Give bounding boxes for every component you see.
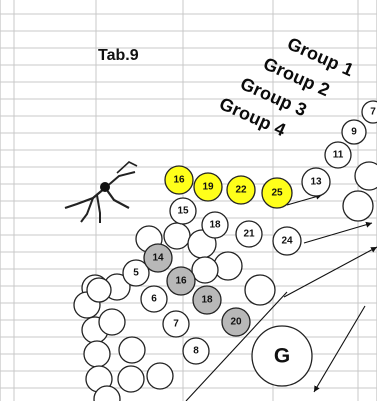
gray-seat-group: 14 16 18 20 bbox=[143, 243, 251, 337]
gray-seat-14 bbox=[143, 243, 173, 273]
arrow-2 bbox=[303, 221, 373, 244]
seat-5 bbox=[122, 259, 150, 287]
empty-seat bbox=[354, 161, 377, 191]
empty-seat bbox=[191, 256, 219, 284]
arrow-1 bbox=[283, 246, 377, 298]
arrow-3 bbox=[286, 193, 323, 206]
yellow-seat-19-label: 19 bbox=[202, 182, 214, 193]
empty-seat bbox=[83, 340, 111, 368]
seat-11 bbox=[324, 141, 352, 169]
gray-seat-18-label: 18 bbox=[201, 295, 213, 306]
gray-seat-20-label: 20 bbox=[230, 317, 242, 328]
seat-7-top-label: 7 bbox=[370, 107, 376, 118]
empty-seat bbox=[117, 365, 145, 393]
empty-seat bbox=[86, 277, 112, 303]
empty-seat bbox=[163, 222, 191, 250]
yellow-seat-25 bbox=[261, 177, 293, 209]
gray-seat-16-label: 16 bbox=[175, 276, 187, 287]
yellow-seat-22-label: 22 bbox=[235, 185, 247, 196]
seat-7-top bbox=[361, 100, 377, 124]
yellow-seat-25-label: 25 bbox=[271, 188, 283, 199]
empty-seat bbox=[98, 308, 126, 336]
yellow-seat-16-label: 16 bbox=[173, 175, 185, 186]
title: Tab.9 bbox=[98, 47, 139, 64]
empty-seat bbox=[118, 336, 146, 364]
yellow-seat-16 bbox=[164, 165, 194, 195]
group-label-group: Group 1 Group 2 Group 3 Group 4 bbox=[216, 33, 357, 141]
gray-seat-14-label: 14 bbox=[152, 253, 164, 264]
center-circle bbox=[251, 325, 313, 387]
gray-seat-20 bbox=[221, 307, 251, 337]
stick-figure bbox=[64, 161, 138, 223]
gray-seat-16 bbox=[166, 266, 196, 296]
seat-24-label: 24 bbox=[281, 236, 293, 247]
gray-seat-18 bbox=[192, 285, 222, 315]
arrow-group bbox=[185, 193, 377, 401]
seat-6-label: 6 bbox=[151, 294, 157, 305]
arrow-5 bbox=[185, 291, 288, 401]
empty-seat bbox=[244, 274, 276, 306]
seat-21-label: 21 bbox=[243, 229, 255, 240]
seat-7-label: 7 bbox=[173, 319, 179, 330]
empty-seat bbox=[93, 385, 121, 401]
seat-15-label: 15 bbox=[177, 206, 189, 217]
seat-21 bbox=[235, 220, 263, 248]
seat-18-white-label: 18 bbox=[209, 220, 221, 231]
seat-8 bbox=[182, 337, 210, 365]
yellow-seat-group: 16 19 22 25 bbox=[164, 165, 293, 209]
seat-15 bbox=[169, 197, 197, 225]
yellow-seat-19 bbox=[193, 172, 223, 202]
yellow-seat-22 bbox=[226, 175, 256, 205]
seat-5-label: 5 bbox=[133, 268, 139, 279]
seat-11-label: 11 bbox=[333, 150, 344, 161]
seat-13 bbox=[301, 167, 331, 197]
seat-9 bbox=[341, 119, 367, 145]
arrow-4 bbox=[313, 305, 366, 393]
numbered-seat-group: 15 18 21 24 13 11 9 7 5 6 7 8 bbox=[122, 100, 377, 365]
seat-6 bbox=[140, 285, 168, 313]
seat-8-label: 8 bbox=[193, 346, 199, 357]
seat-24 bbox=[272, 226, 302, 256]
seat-9-label: 9 bbox=[351, 127, 357, 138]
empty-seat bbox=[146, 362, 174, 390]
seat-13-label: 13 bbox=[310, 177, 322, 188]
empty-seat bbox=[342, 190, 374, 222]
seat-7 bbox=[162, 310, 190, 338]
empty-seat-group bbox=[73, 161, 377, 401]
empty-seat bbox=[213, 251, 243, 281]
seat-18-white bbox=[201, 211, 229, 239]
center-label: G bbox=[274, 345, 290, 368]
